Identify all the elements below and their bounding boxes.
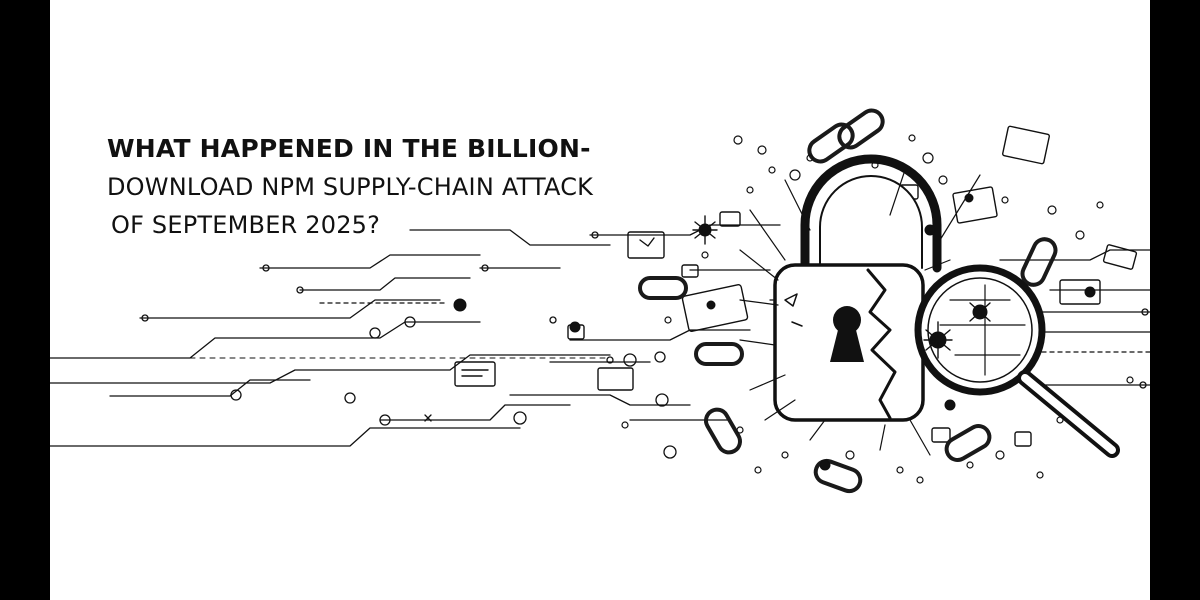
illustration-canvas: WHAT HAPPENED IN THE BILLION- DOWNLOAD N… xyxy=(50,0,1150,600)
padlock-icon xyxy=(773,154,942,422)
keyhole-icon xyxy=(830,306,864,362)
chain-link-icon xyxy=(638,108,1058,494)
title-line-1: WHAT HAPPENED IN THE BILLION- xyxy=(107,134,591,163)
title-line-2: DOWNLOAD NPM SUPPLY-CHAIN ATTACK xyxy=(107,173,594,201)
circuit-trace-icon xyxy=(50,224,1150,459)
document-icon xyxy=(454,125,1138,447)
supply-chain-illustration xyxy=(50,108,1150,494)
page-title: WHAT HAPPENED IN THE BILLION- DOWNLOAD N… xyxy=(107,130,593,244)
magnifying-glass-icon xyxy=(914,264,1120,458)
title-line-3: OF SEPTEMBER 2025? xyxy=(111,211,381,239)
